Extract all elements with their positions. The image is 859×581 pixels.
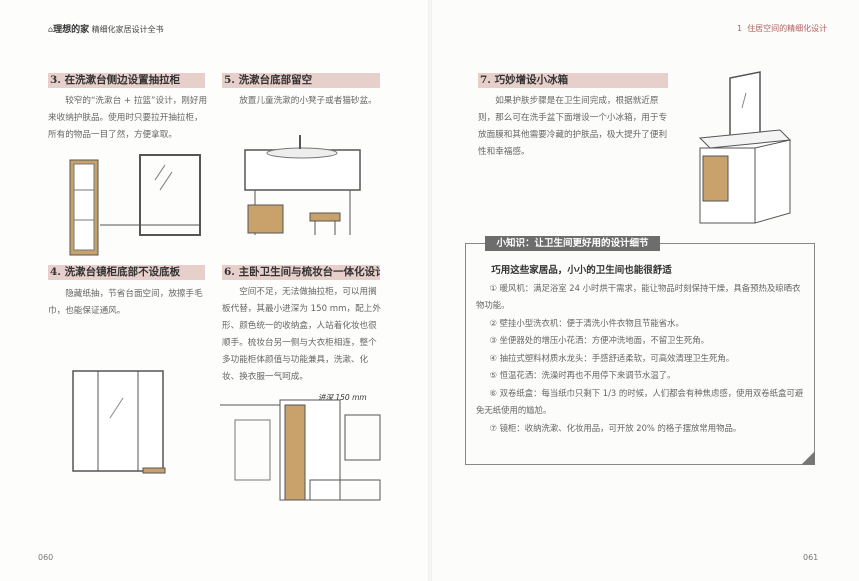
section-7-heading: 7. 巧妙增设小冰箱 [478, 73, 668, 88]
left-page [0, 0, 430, 581]
tip-item: ⑤ 恒温花洒：洗澡时再也不用停下来调节水温了。 [489, 370, 676, 380]
running-header-right: 1 住居空间的精细化设计 [737, 23, 827, 34]
house-logo-icon: ⌂ [48, 25, 54, 34]
chapter-title: 住居空间的精细化设计 [747, 24, 828, 33]
fridge-vanity-illustration [698, 71, 792, 224]
section-3-text: 较窄的“洗漱台 + 拉篮”设计，刚好用来收纳护肤品。使用时只要拉开抽拉柜，所有的… [48, 96, 208, 140]
book-title: 精细化家居设计全书 [91, 25, 164, 34]
book-spine [428, 0, 432, 581]
brand: 理想的家 [53, 25, 90, 35]
chapter-number: 1 [737, 24, 743, 33]
section-5-heading: 5. 洗漱台底部留空 [222, 73, 380, 88]
section-4-heading: 4. 洗漱台镜柜底部不设底板 [48, 265, 205, 280]
right-page [430, 0, 859, 581]
tip-label: 小知识：让卫生间更好用的设计细节 [485, 236, 660, 251]
open-vanity-illustration [244, 135, 361, 235]
mirror-cabinet-illustration [72, 370, 166, 474]
tip-item: ③ 坐便器处的增压小花洒：方便冲洗地面，不留卫生死角。 [489, 335, 709, 345]
page-number-left: 060 [38, 553, 54, 562]
depth-annotation: 进深 150 mm [318, 393, 367, 402]
section-4-text: 隐藏纸抽，节省台面空间，放擦手毛巾，也能保证通风。 [48, 289, 203, 316]
tip-content: 巧用这些家居品，小小的卫生间也能很舒适 ① 暖风机：满足浴室 24 小时烘干需求… [476, 262, 808, 437]
tip-item: ① 暖风机：满足浴室 24 小时烘干需求，能让物品时刻保持干燥，具备预热及晾晒衣… [476, 282, 801, 311]
page-number-right: 061 [803, 553, 819, 562]
section-6-text: 空间不足，无法做抽拉柜，可以用搁板代替，其最小进深为 150 mm，配上外形、颜… [222, 287, 381, 382]
tip-item: ⑦ 镜柜：收纳洗漱、化妆用品，可开放 20% 的格子摆放常用物品。 [489, 422, 742, 433]
section-6-heading: 6. 主卧卫生间与梳妆台一体化设计 [222, 265, 380, 280]
dressing-bathroom-illustration [220, 399, 381, 501]
tip-heading: 巧用这些家居品，小小的卫生间也能很舒适 [491, 265, 672, 276]
running-header-left: ⌂理想的家 精细化家居设计全书 [48, 22, 164, 35]
tip-item: ④ 抽拉式塑料材质水龙头：手感舒适柔软，可高效清理卫生死角。 [489, 352, 735, 363]
section-3-heading: 3. 在洗漱台侧边设置抽拉柜 [48, 73, 205, 88]
pullout-cabinet-illustration [69, 154, 201, 256]
folded-corner-icon [801, 451, 815, 465]
tip-item: ⑥ 双卷纸盒：每当纸巾只剩下 1/3 的时候，人们都会有种焦虑感，使用双卷纸盒可… [476, 387, 804, 416]
tip-item: ② 壁挂小型洗衣机：便于清洗小件衣物且节能省水。 [489, 317, 684, 328]
section-7-text: 如果护肤步骤是在卫生间完成，根据就近原则，那么可在洗手盆下面增设一个小冰箱，用于… [478, 96, 668, 157]
section-5-text: 放置儿童洗漱的小凳子或者猫砂盆。 [239, 96, 377, 106]
